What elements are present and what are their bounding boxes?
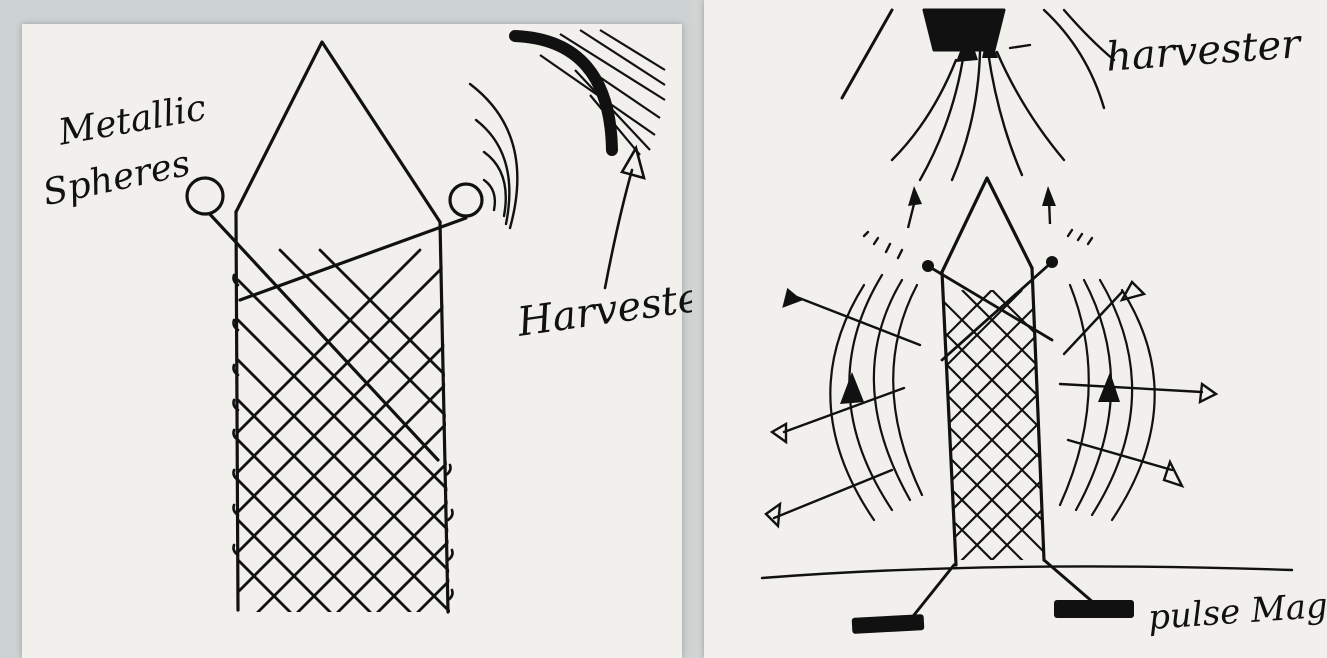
harvester-arrow-icon	[605, 148, 644, 288]
right-sketch-panel: harvester pulse Magnet	[692, 0, 1327, 658]
right-pulse-magnet-icon	[1054, 600, 1134, 618]
upward-arrow-icons	[840, 30, 1120, 404]
right-sketch-drawing	[692, 0, 1327, 658]
tower-peak	[236, 42, 440, 222]
left-metallic-sphere-icon	[187, 178, 223, 214]
harvester-icon	[515, 30, 665, 155]
tower-lattice	[238, 250, 450, 622]
right-metallic-sphere-icon	[450, 184, 482, 216]
left-sketch-panel: Metallic Spheres Harvester	[0, 0, 692, 658]
left-pulse-magnet-icon	[852, 614, 925, 634]
tower-right-rail	[440, 222, 448, 612]
